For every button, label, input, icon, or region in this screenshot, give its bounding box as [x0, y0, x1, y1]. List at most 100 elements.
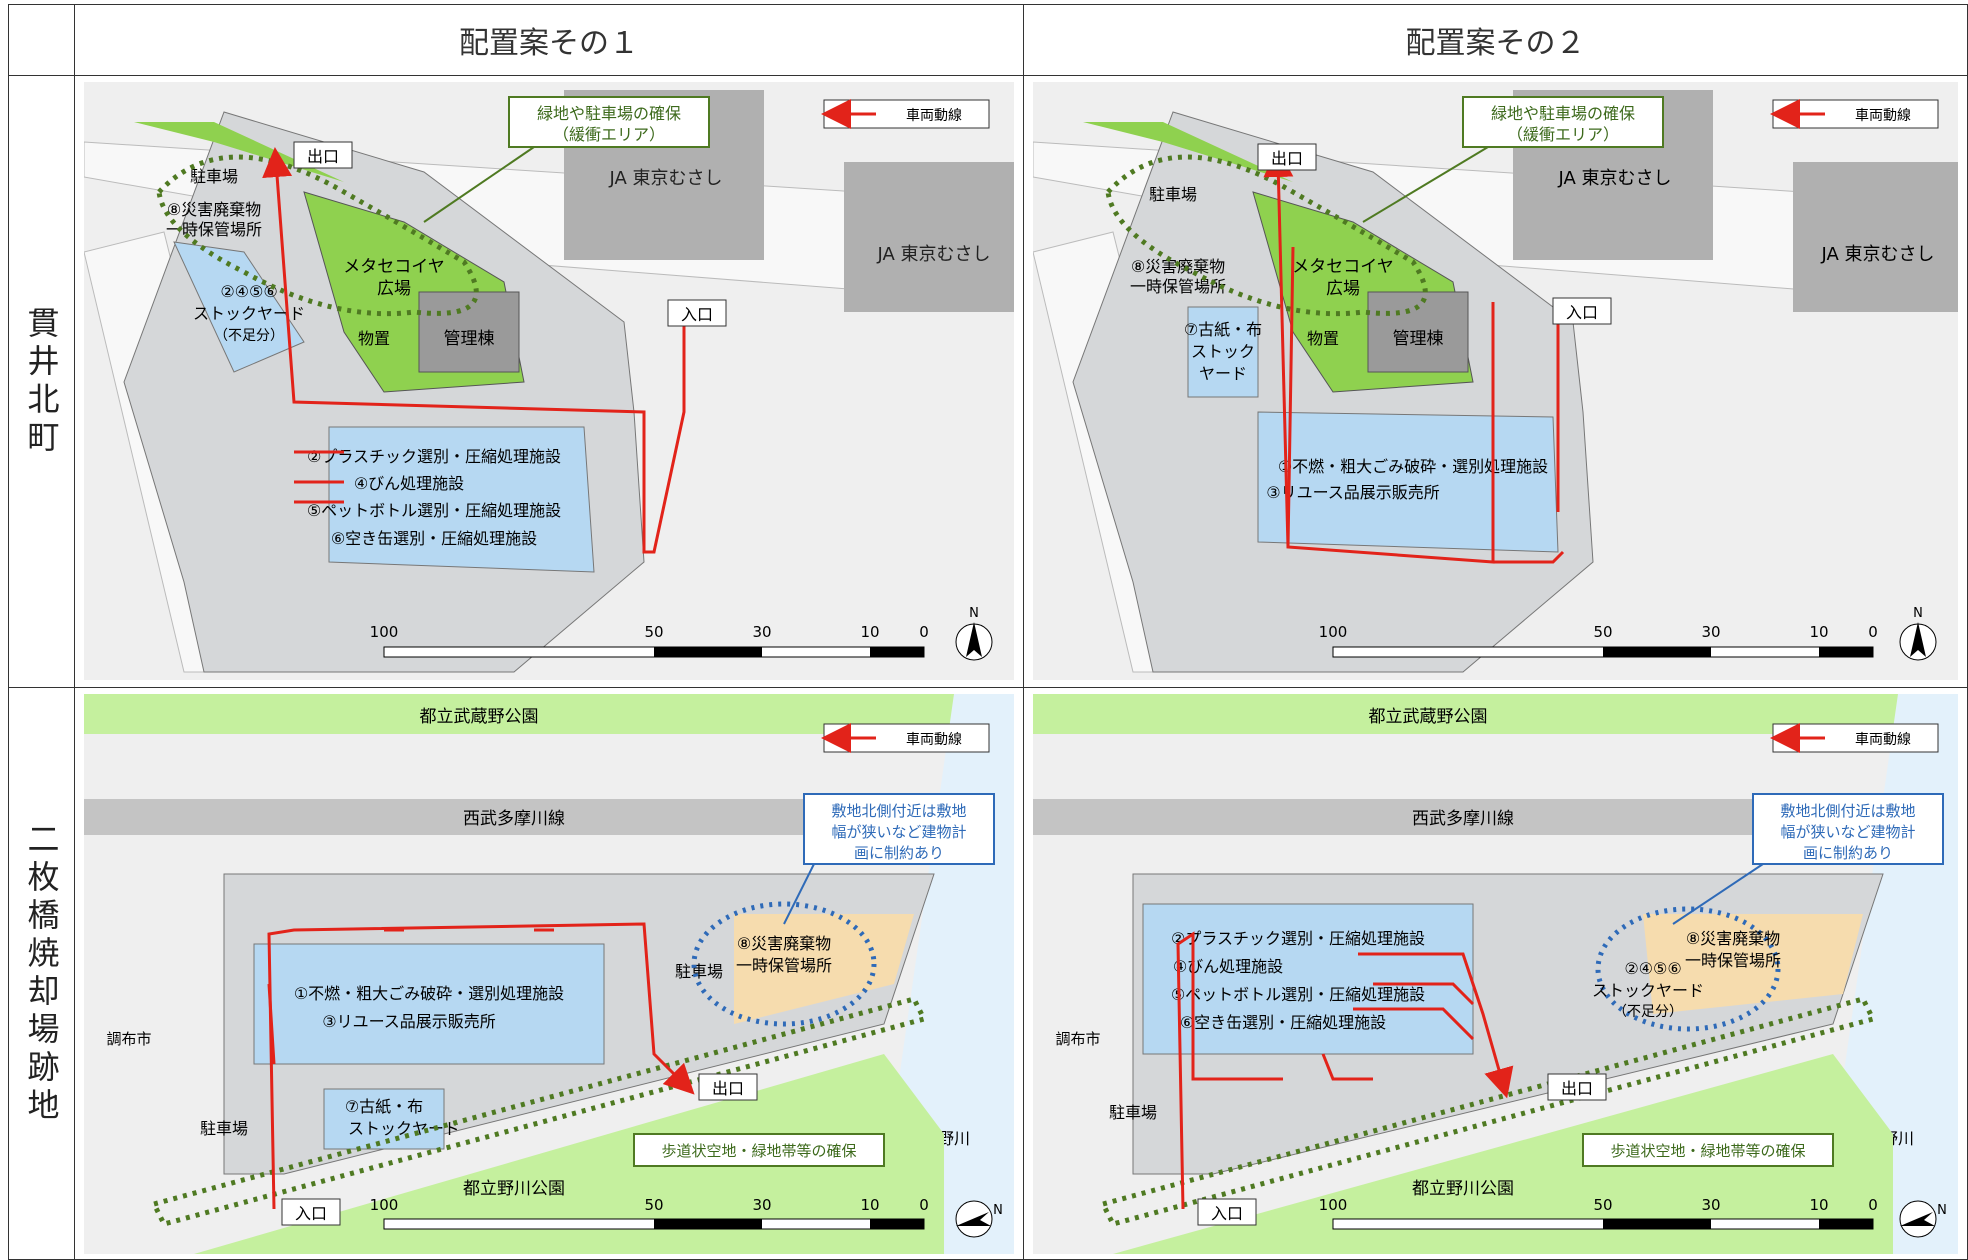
facility-block	[1257, 411, 1559, 553]
scale-bar-seg-2	[870, 647, 924, 657]
parking-label-left: 駐車場	[200, 1119, 248, 1138]
parking-label: 駐車場	[1109, 1103, 1157, 1122]
green-strip	[134, 122, 344, 182]
vehicle-route	[267, 922, 695, 1210]
exit-label: 出口	[1271, 149, 1303, 168]
scale-0: 0	[919, 1196, 929, 1214]
facility-label-3: ⑤ペットボトル選別・圧縮処理施設	[1171, 985, 1425, 1004]
sidewalk-callout-label: 歩道状空地・緑地帯等の確保	[1610, 1142, 1805, 1160]
scale-30: 30	[752, 623, 771, 641]
scale-50: 50	[1593, 1196, 1612, 1214]
stockyard-label-1: ⑦古紙・布	[1184, 320, 1262, 339]
scale-10: 10	[1809, 623, 1828, 641]
map-nukui-plan2: JA 東京むさし JA 東京むさし 管理棟 物置 メタセコイヤ 広場 ⑦古紙・布…	[1033, 82, 1958, 680]
scale-50: 50	[644, 1196, 663, 1214]
stockyard-label-2: ストック	[1191, 342, 1255, 361]
legend-label: 車両動線	[1855, 107, 1911, 124]
scale-100: 100	[370, 1196, 399, 1214]
north-label: N	[1913, 606, 1923, 621]
river-label: 野川	[938, 1129, 970, 1148]
sidewalk-callout-label: 歩道状空地・緑地帯等の確保	[661, 1142, 856, 1160]
facility-label-1: ①不燃・粗大ごみ破砕・選別処理施設	[294, 984, 564, 1003]
scale-10: 10	[860, 1196, 879, 1214]
scale-0: 0	[919, 623, 929, 641]
corner-cell	[8, 4, 75, 76]
park-top-label: 都立武蔵野公園	[1369, 707, 1488, 727]
ja-label-2: JA 東京むさし	[1820, 244, 1934, 265]
disaster-label-2: 一時保管場所	[1685, 951, 1781, 970]
north-arrow-needle	[956, 1212, 991, 1226]
entrance-box	[667, 299, 727, 327]
scale-0: 0	[1868, 623, 1878, 641]
parking-label: 駐車場	[1149, 185, 1197, 204]
constraint-callout-leader	[783, 863, 815, 925]
plaza-label-2: 広場	[377, 279, 411, 299]
scale-10: 10	[860, 623, 879, 641]
facility-label-3: ⑤ペットボトル選別・圧縮処理施設	[307, 501, 561, 520]
stockyard-label-3: （不足分）	[1613, 1004, 1683, 1020]
buffer-callout-leader	[1362, 146, 1489, 223]
buffer-callout	[508, 96, 710, 148]
entrance-label: 入口	[681, 305, 713, 324]
facility-block	[1142, 903, 1474, 1055]
exit-box	[293, 141, 353, 169]
scale-bar-seg-2	[870, 1219, 924, 1229]
parking-label: 駐車場	[190, 167, 238, 186]
vehicle-route	[262, 147, 686, 554]
constraint-callout-3: 画に制約あり	[1803, 844, 1893, 862]
buffer-callout-leader	[423, 146, 535, 223]
vehicle-route-loop	[1286, 246, 1495, 564]
ja-label-2: JA 東京むさし	[876, 244, 990, 265]
park-bottom-area	[194, 1054, 944, 1254]
disaster-outline	[691, 901, 877, 1027]
legend-label: 車両動線	[906, 731, 962, 748]
map-nukui-plan1: JA 東京むさし JA 東京むさし 管理棟 物置 メタセコイヤ 広場 ②④⑤⑥ …	[84, 82, 1014, 680]
vehicle-route-1	[1358, 952, 1514, 1099]
ja-building-2	[1793, 162, 1958, 312]
plaza-label-1: メタセコイヤ	[1292, 257, 1394, 277]
buffer-callout-2: （緩衝エリア）	[553, 125, 665, 144]
exit-box	[698, 1073, 758, 1101]
north-arrow-needle	[966, 622, 982, 657]
entrance-label: 入口	[1566, 303, 1598, 322]
facility-label-4: ⑥空き缶選別・圧縮処理施設	[1180, 1013, 1386, 1032]
park-bottom-label: 都立野川公園	[463, 1179, 565, 1199]
vehicle-route-2	[1353, 982, 1475, 1041]
stockyard-area	[173, 241, 305, 373]
buffer-callout-1: 緑地や駐車場の確保	[537, 104, 681, 123]
stockyard-label-2: ストックヤード	[193, 304, 305, 323]
chofu-label: 調布市	[1055, 1030, 1100, 1048]
entrance-box	[1552, 297, 1612, 325]
facility-label-2: ③リユース品展示販売所	[1266, 483, 1440, 502]
scale-bar-seg-1	[654, 647, 762, 657]
sidewalk-callout	[1582, 1133, 1834, 1167]
buffer-callout	[1462, 96, 1664, 148]
facility-label-1: ①不燃・粗大ごみ破砕・選別処理施設	[1278, 457, 1548, 476]
header-plan-2: 配置案その２	[1405, 26, 1586, 61]
scale-bar-seg-1	[1603, 647, 1711, 657]
disaster-label-2: 一時保管場所	[736, 956, 832, 975]
legend-label: 車両動線	[906, 107, 962, 124]
admin-building	[418, 291, 520, 373]
stockyard-area	[1187, 306, 1259, 398]
green-strip	[1083, 122, 1293, 182]
plaza-label-1: メタセコイヤ	[343, 257, 445, 277]
exit-label: 出口	[307, 147, 339, 166]
constraint-callout-3: 画に制約あり	[854, 844, 944, 862]
legend-label: 車両動線	[1855, 731, 1911, 748]
scale-100: 100	[1319, 623, 1348, 641]
map-nimaibashi-plan2: 都立武蔵野公園 西武多摩川線 野川 都立野川公園 調布市 ②プラスチック選別・圧…	[1033, 694, 1958, 1254]
header-plan-1: 配置案その１	[459, 26, 639, 61]
facility-label-2: ④びん処理施設	[354, 474, 464, 493]
exit-box	[1257, 143, 1317, 171]
admin-label: 管理棟	[1393, 329, 1444, 349]
entrance-box	[1197, 1198, 1257, 1226]
disaster-outline	[1595, 906, 1781, 1032]
chofu-label: 調布市	[106, 1030, 151, 1048]
stockyard-label-1: ②④⑤⑥	[1624, 959, 1681, 978]
row-label-nukui: 貫井北町	[22, 305, 61, 458]
plaza-label-2: 広場	[1326, 279, 1360, 299]
park-top-label: 都立武蔵野公園	[420, 707, 539, 727]
north-label: N	[993, 1203, 1003, 1218]
park-bottom-label: 都立野川公園	[1412, 1179, 1514, 1199]
